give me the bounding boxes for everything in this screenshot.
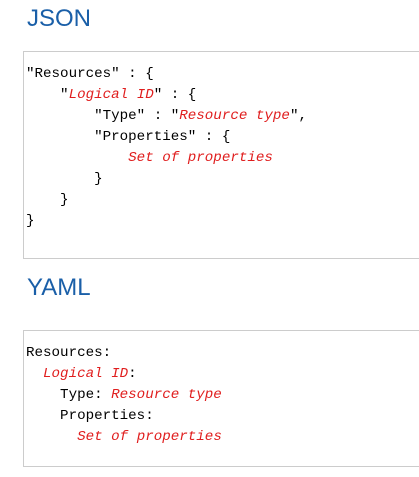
code-text: "Properties" : { — [26, 129, 231, 145]
code-text: "Type" : " — [26, 108, 180, 124]
code-text: } — [26, 192, 69, 208]
code-text — [26, 150, 128, 166]
code-text: : — [128, 366, 137, 382]
code-text: Type: — [26, 387, 112, 403]
code-text: Resources: — [26, 345, 112, 361]
code-line: Logical ID: — [26, 364, 419, 385]
code-line: Type: Resource type — [26, 385, 419, 406]
code-line: Resources: — [26, 343, 419, 364]
yaml-heading: YAML — [27, 274, 91, 301]
code-text: " — [26, 87, 69, 103]
code-line: "Properties" : { — [26, 127, 419, 148]
code-line: } — [26, 211, 419, 232]
placeholder-text: Set of properties — [128, 150, 273, 166]
code-line: Set of properties — [26, 148, 419, 169]
placeholder-text: Resource type — [111, 387, 222, 403]
code-text: } — [26, 213, 35, 229]
placeholder-text: Logical ID — [68, 87, 154, 103]
code-text: "Resources" : { — [26, 66, 154, 82]
yaml-code: Resources: Logical ID: Type: Resource ty… — [26, 343, 419, 448]
placeholder-text: Resource type — [179, 108, 290, 124]
code-line: Set of properties — [26, 427, 419, 448]
json-heading: JSON — [27, 5, 92, 32]
json-code-block: "Resources" : { "Logical ID" : { "Type" … — [23, 51, 419, 259]
code-text: " : { — [153, 87, 197, 103]
code-text: Properties: — [26, 408, 154, 424]
placeholder-text: Set of properties — [77, 429, 222, 445]
code-line: } — [26, 190, 419, 211]
placeholder-text: Logical ID — [43, 366, 129, 382]
code-line: } — [26, 169, 419, 190]
code-text: } — [26, 171, 103, 187]
yaml-code-block: Resources: Logical ID: Type: Resource ty… — [23, 330, 419, 467]
code-line: "Type" : "Resource type", — [26, 106, 419, 127]
code-line: "Resources" : { — [26, 64, 419, 85]
code-line: Properties: — [26, 406, 419, 427]
code-text: ", — [289, 108, 307, 124]
code-text — [26, 366, 43, 382]
json-code: "Resources" : { "Logical ID" : { "Type" … — [26, 64, 419, 232]
code-text — [26, 429, 77, 445]
code-line: "Logical ID" : { — [26, 85, 419, 106]
